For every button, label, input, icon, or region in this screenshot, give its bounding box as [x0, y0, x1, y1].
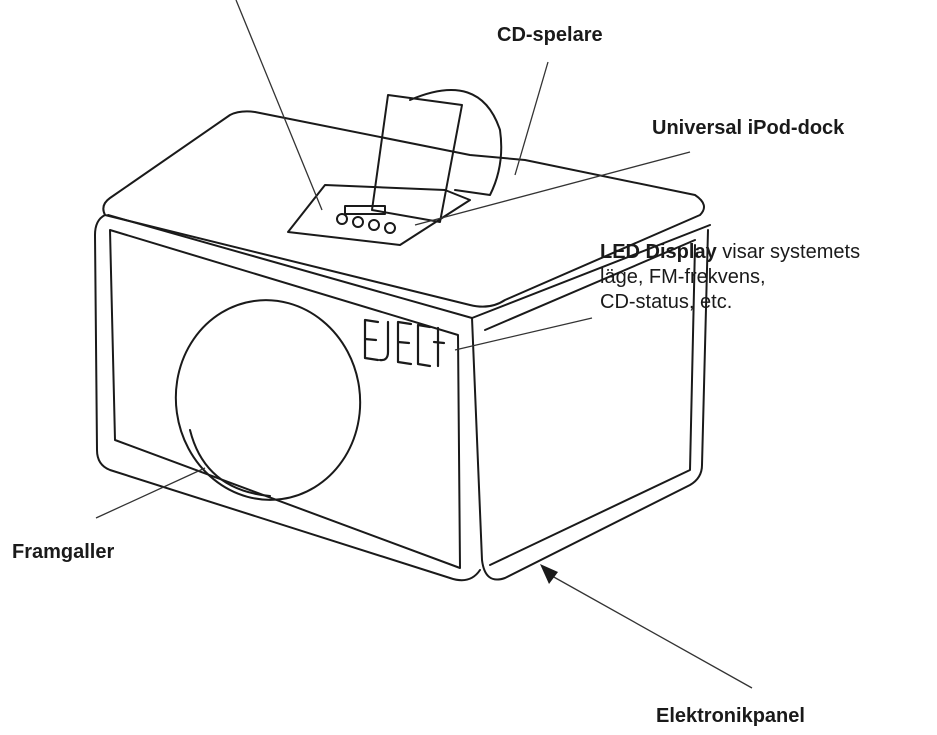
- label-cd-player: CD-spelare: [497, 24, 603, 46]
- led-display-digits: [363, 318, 446, 368]
- cabinet-top: [102, 110, 705, 308]
- leader-top-left: [235, 0, 323, 211]
- leader-ipod-dock: [414, 151, 691, 226]
- label-led-line1: visar systemets: [716, 241, 861, 263]
- label-led-line2: läge, FM-frekvens,: [600, 266, 766, 288]
- ipod-dock: [371, 94, 463, 223]
- label-led-line3: CD-status, etc.: [600, 291, 733, 313]
- cabinet-side-face: [471, 229, 709, 581]
- leader-cd-player: [514, 61, 549, 176]
- control-button: [352, 216, 364, 228]
- side-panel-inset: [484, 239, 696, 331]
- label-led-display: LED Display visar systemets läge, FM-fre…: [600, 240, 860, 315]
- cabinet-front-face: [94, 214, 481, 582]
- front-frame: [109, 229, 461, 569]
- cd-disc: [409, 89, 503, 196]
- control-label: [344, 205, 386, 215]
- label-led-term: LED Display: [600, 241, 717, 263]
- top-control-panel: [287, 184, 471, 246]
- leader-led-display: [454, 317, 593, 351]
- label-ipod-dock: Universal iPod-dock: [652, 117, 845, 139]
- leader-electronics-panel: [551, 575, 753, 689]
- control-button: [384, 222, 396, 234]
- label-front-grille: Framgaller: [12, 541, 115, 563]
- control-button: [336, 213, 348, 225]
- leader-front-grille: [95, 467, 206, 519]
- control-button: [368, 219, 380, 231]
- speaker-grille: [174, 299, 362, 501]
- arrowhead: [540, 564, 558, 584]
- label-electronics-panel: Elektronikpanel: [656, 705, 805, 727]
